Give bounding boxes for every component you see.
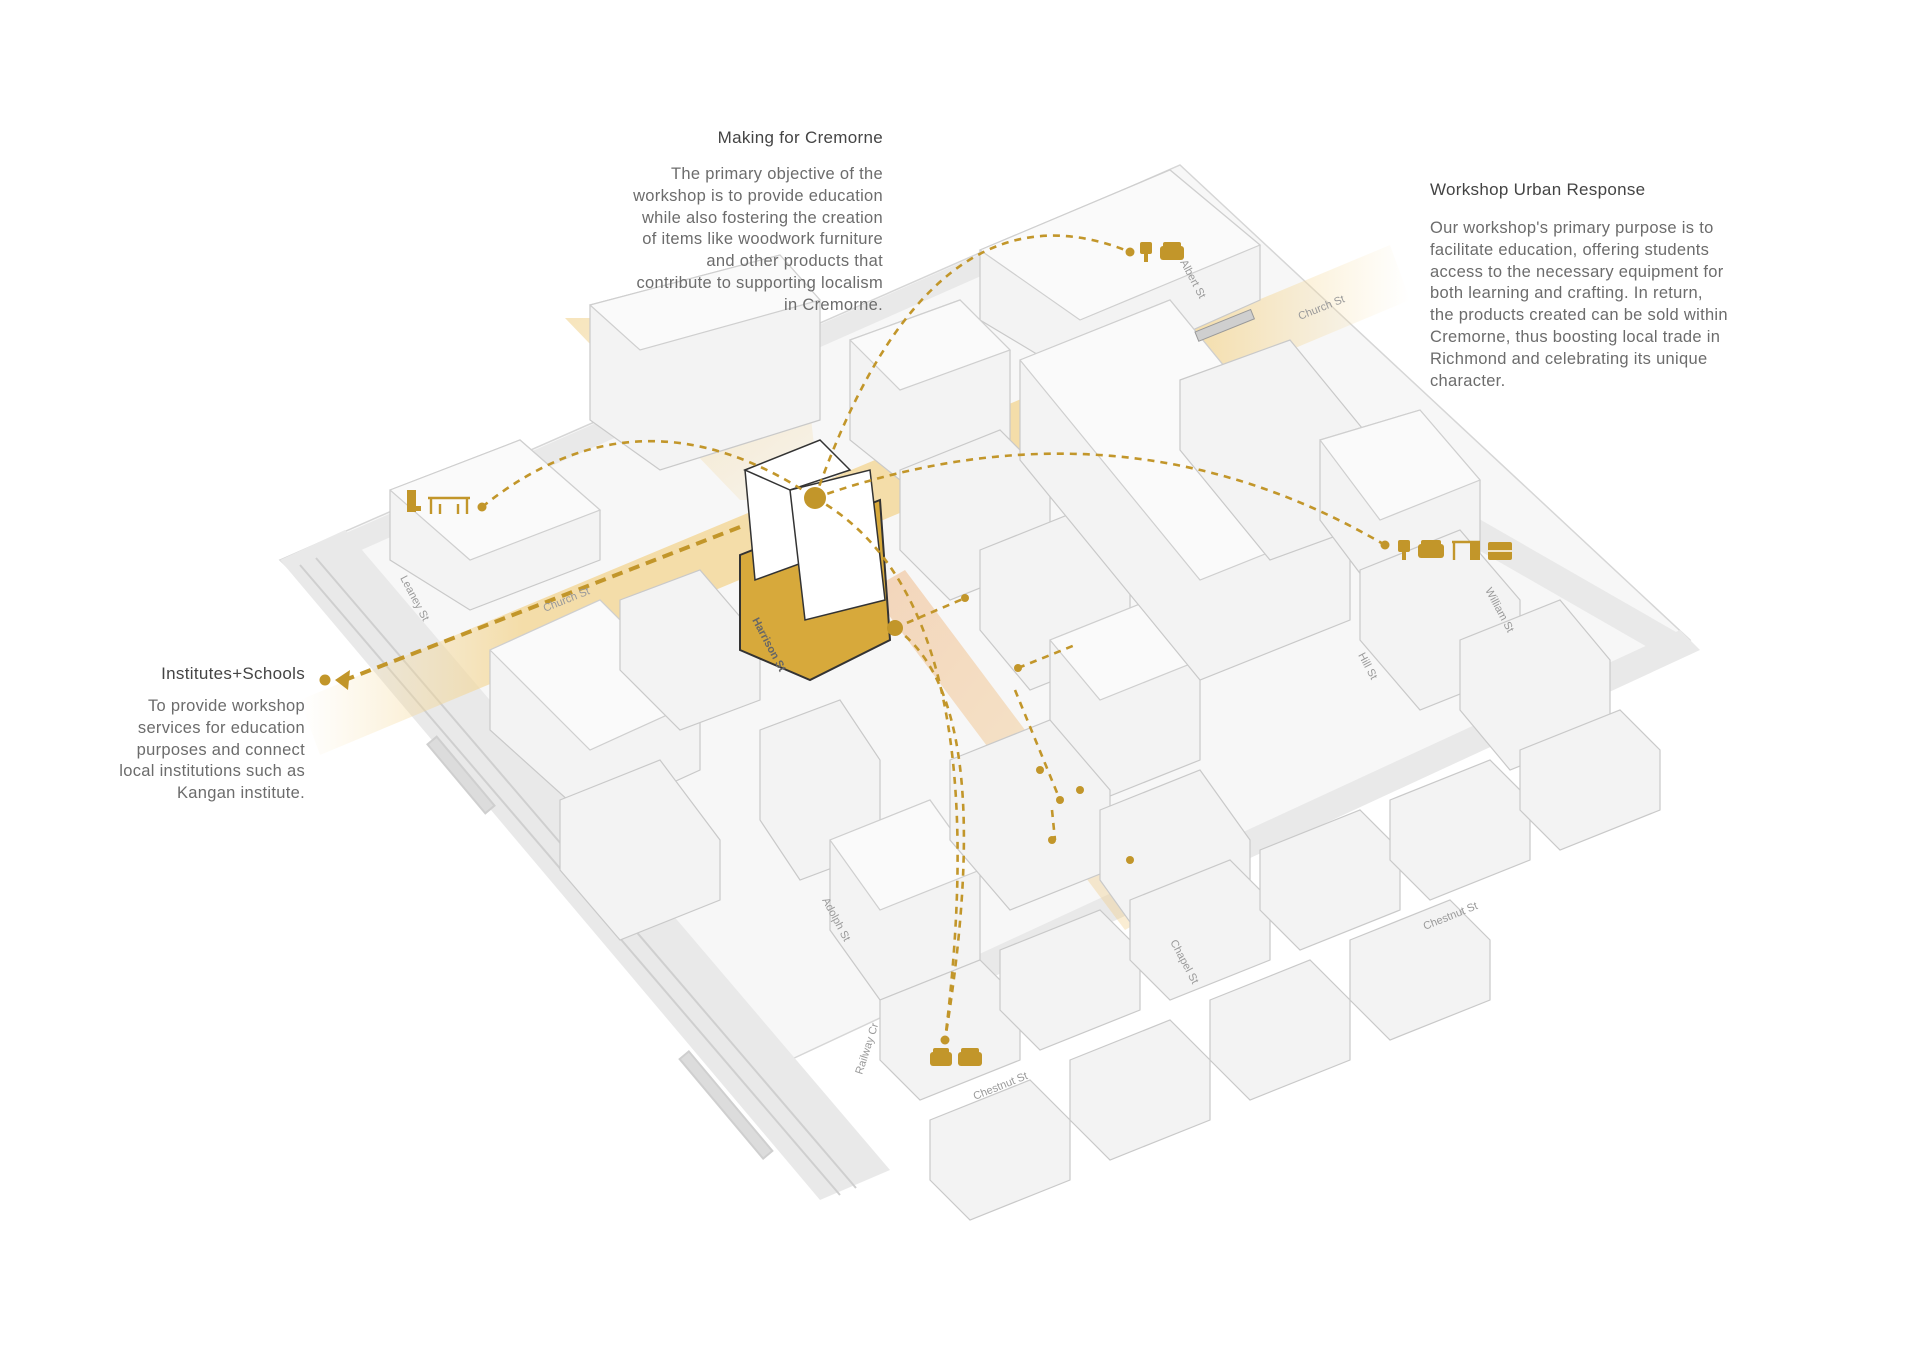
annotation-institutes-schools: Institutes+Schools To provide workshop s… <box>50 664 305 805</box>
desk-icon <box>1452 540 1480 560</box>
annotation-body: To provide workshop services for educati… <box>50 696 305 805</box>
sofa-icon <box>958 1048 982 1066</box>
sofa-icon <box>1418 540 1444 558</box>
annotation-line: both learning and crafting. In return, <box>1430 284 1703 303</box>
annotation-line: the products created can be sold within <box>1430 306 1728 325</box>
annotation-line: services for education <box>137 718 305 737</box>
flow-dots <box>319 247 1390 1045</box>
annotation-line: and other products that <box>706 252 883 271</box>
annotation-line: Kangan institute. <box>176 784 305 803</box>
tram-icon <box>1194 308 1256 342</box>
annotation-line: of items like woodwork furniture <box>642 230 883 249</box>
table-icon <box>428 496 470 514</box>
chair-icon <box>1398 540 1410 560</box>
annotation-line: character. <box>1430 371 1506 390</box>
armchair-icon <box>1160 242 1184 260</box>
annotation-line: To provide workshop <box>147 697 305 715</box>
buildings <box>388 169 1661 1221</box>
annotation-line: Cremorne, thus boosting local trade in <box>1430 327 1721 346</box>
annotation-line: access to the necessary equipment for <box>1430 262 1724 281</box>
flow-paths <box>344 234 1386 1041</box>
annotation-line: workshop is to provide education <box>633 186 883 205</box>
armchair-icon <box>930 1048 952 1066</box>
annotation-title: Workshop Urban Response <box>1430 180 1646 199</box>
annotation-line: purposes and connect <box>136 740 305 759</box>
annotation-workshop-urban-response: Workshop Urban Response Our workshop's p… <box>1430 180 1830 392</box>
annotation-title: Making for Cremorne <box>717 128 883 147</box>
annotation-title: Institutes+Schools <box>161 664 305 683</box>
annotation-line: The primary objective of the <box>671 165 883 183</box>
annotation-making-for-cremorne: Making for Cremorne The primary objectiv… <box>505 128 883 317</box>
annotation-line: Our workshop's primary purpose is to <box>1430 219 1714 237</box>
chair-icon <box>1140 242 1152 262</box>
annotation-body: The primary objective of the workshop is… <box>505 164 883 317</box>
street-label-railway-cr: Railway Cr <box>853 1021 881 1076</box>
cabinet-icon <box>1488 542 1512 560</box>
annotation-line: while also fostering the creation <box>641 208 883 227</box>
annotation-line: local institutions such as <box>119 762 305 781</box>
annotation-line: facilitate education, offering students <box>1430 240 1710 259</box>
annotation-line: contribute to supporting localism <box>636 273 883 292</box>
chair-icon <box>407 490 421 512</box>
annotation-body: Our workshop's primary purpose is to fac… <box>1430 218 1830 392</box>
annotation-line: Richmond and celebrating its unique <box>1430 349 1708 368</box>
annotation-line: in Cremorne. <box>784 295 883 314</box>
